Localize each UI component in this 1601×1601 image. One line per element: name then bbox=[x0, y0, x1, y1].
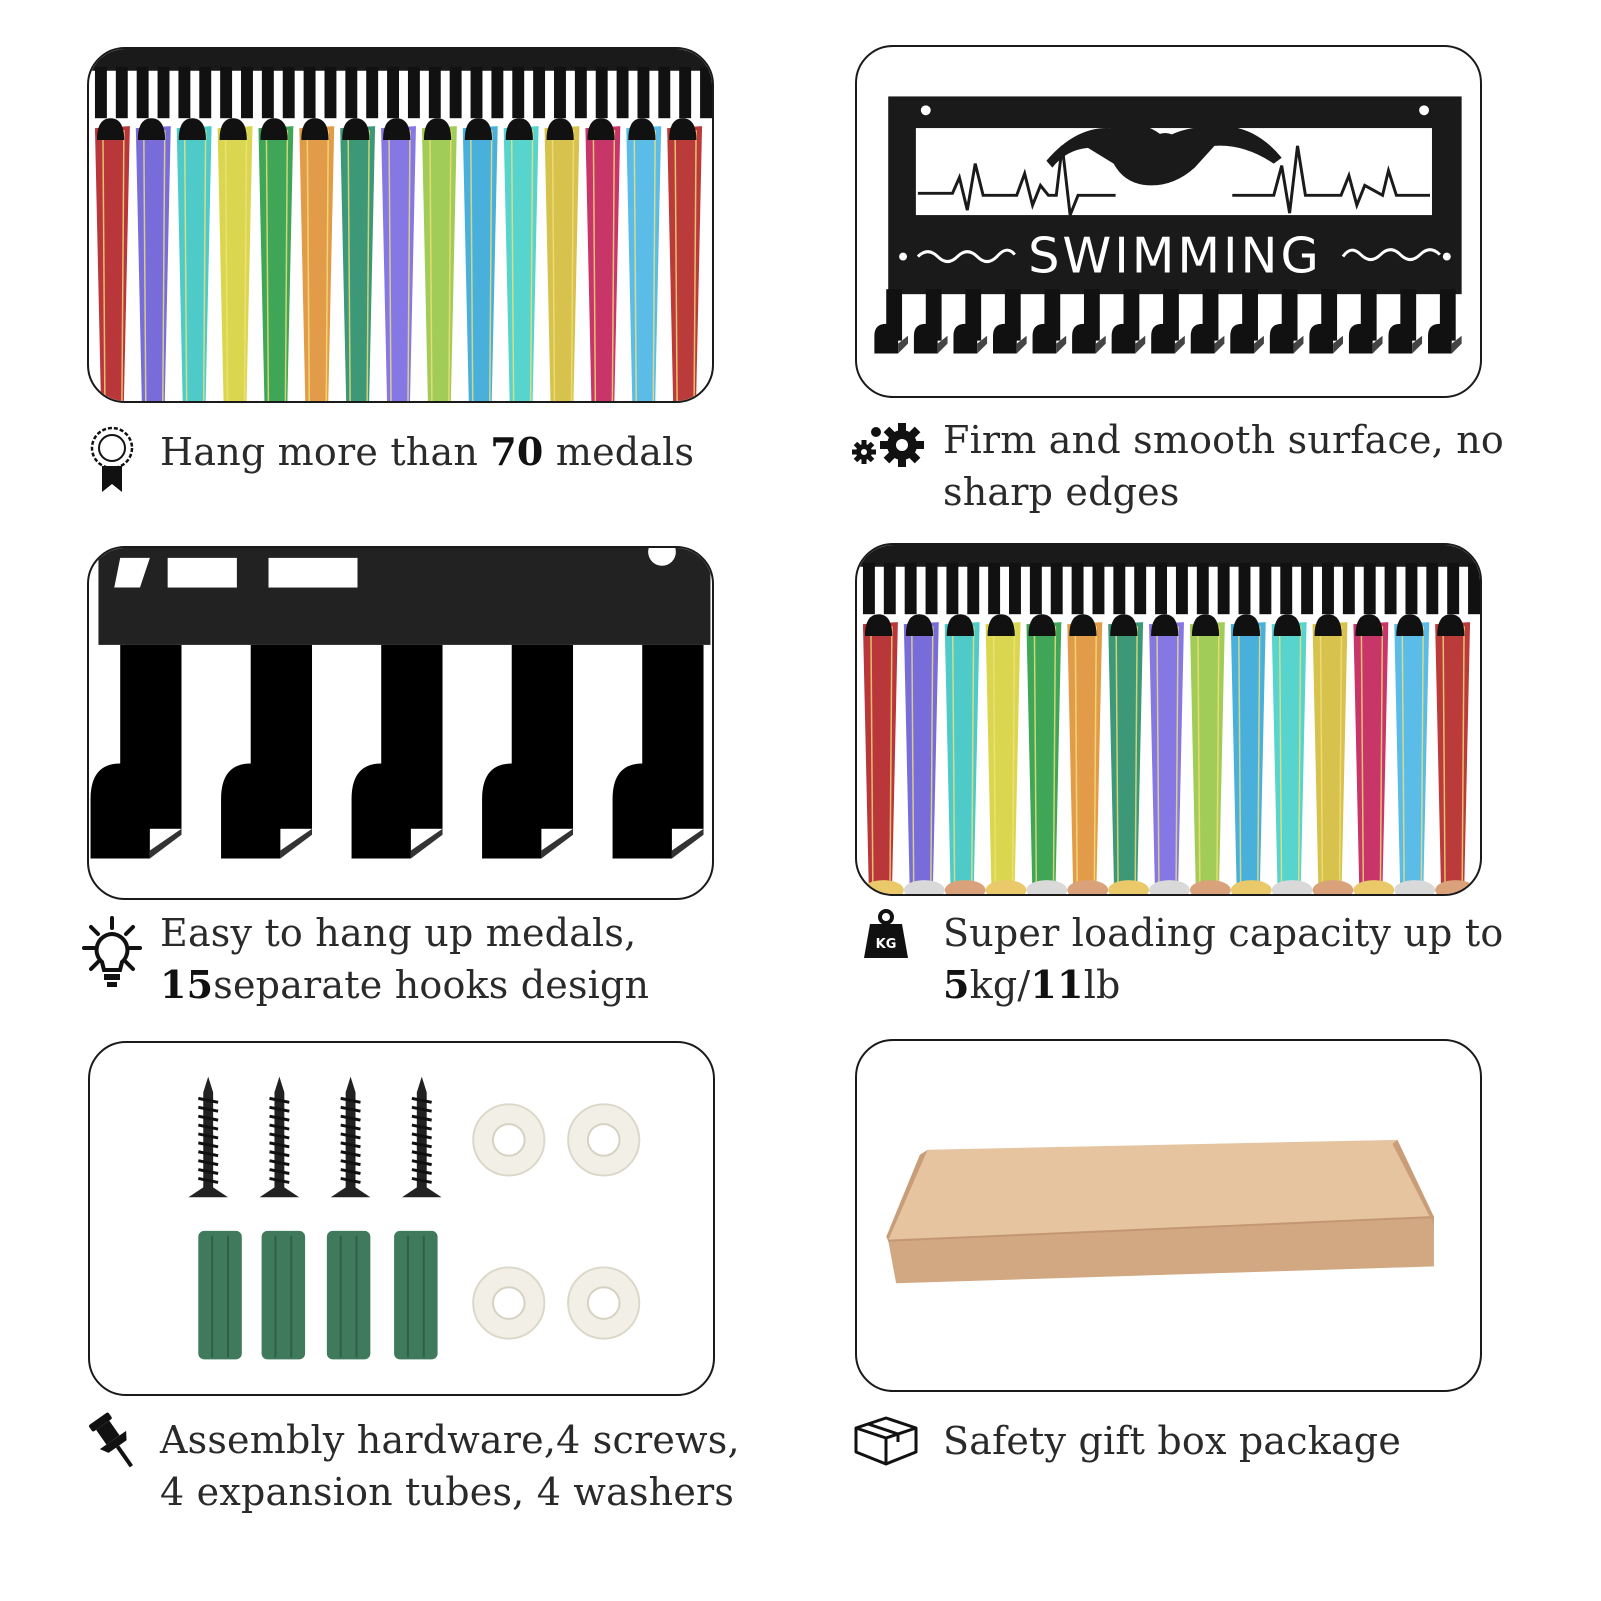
ribbon bbox=[176, 118, 212, 401]
hook bbox=[913, 289, 948, 354]
caption-hooks: Easy to hang up medals, 15separate hooks… bbox=[160, 911, 650, 1007]
caption-capacity: Super loading capacity up to 5kg/11lb bbox=[943, 911, 1504, 1007]
ribbon bbox=[462, 118, 498, 401]
expansion-tube bbox=[326, 1230, 371, 1360]
gears-icon bbox=[848, 422, 926, 468]
hook bbox=[1388, 289, 1423, 354]
hooks-closeup-illustration bbox=[90, 548, 711, 859]
kg-weight-icon: KG bbox=[862, 908, 910, 960]
ribbon bbox=[667, 118, 703, 401]
ribbon bbox=[299, 118, 335, 401]
hook bbox=[874, 289, 908, 354]
ribbon bbox=[217, 118, 253, 401]
ribbon bbox=[1067, 614, 1109, 894]
ribbon bbox=[944, 614, 986, 894]
screw bbox=[401, 1076, 442, 1198]
hook bbox=[993, 289, 1027, 354]
gift-box-icon bbox=[850, 1412, 922, 1468]
ribbon bbox=[1230, 614, 1272, 894]
hook bbox=[1111, 289, 1146, 354]
hooks-closeup-photo bbox=[87, 546, 714, 900]
ribbon bbox=[258, 118, 294, 401]
hook bbox=[1151, 289, 1185, 354]
ribbon bbox=[1353, 614, 1395, 894]
hook-closeup bbox=[221, 644, 313, 859]
hook bbox=[1428, 289, 1462, 354]
ribbons-photo-top bbox=[87, 47, 714, 403]
caption-hardware: Assembly hardware,4 screws, 4 expansion … bbox=[160, 1418, 740, 1514]
ribbon bbox=[135, 118, 171, 401]
hook-closeup bbox=[351, 644, 443, 859]
ribbon bbox=[1149, 614, 1190, 894]
swimming-sign-illustration: SWIMMING bbox=[874, 96, 1462, 354]
waves-left-ornament bbox=[916, 248, 1016, 264]
hook bbox=[1190, 289, 1225, 354]
screw bbox=[188, 1076, 228, 1198]
hook-closeup bbox=[90, 644, 182, 859]
ribbon bbox=[381, 118, 416, 401]
ribbon bbox=[1026, 614, 1068, 894]
hook-closeup bbox=[612, 644, 704, 859]
lightbulb-icon bbox=[76, 914, 148, 990]
medal-ribbon-icon bbox=[86, 424, 138, 494]
screw bbox=[330, 1076, 371, 1198]
hook bbox=[1032, 289, 1067, 354]
expansion-tube bbox=[198, 1230, 242, 1360]
hook bbox=[953, 289, 988, 354]
screw bbox=[259, 1076, 300, 1198]
caption-medals: Hang more than 70 medals bbox=[160, 429, 695, 474]
push-pin-icon bbox=[88, 1410, 138, 1474]
ribbon bbox=[1312, 614, 1354, 894]
ribbon bbox=[503, 118, 539, 401]
ribbon bbox=[585, 118, 621, 401]
ribbon bbox=[544, 118, 580, 401]
ribbon bbox=[1108, 614, 1150, 894]
washers bbox=[472, 1103, 641, 1340]
gift-box-illustration bbox=[886, 1139, 1435, 1284]
hook-closeup bbox=[482, 644, 574, 859]
swimming-sign-photo: SWIMMING bbox=[855, 45, 1482, 398]
ribbon bbox=[1271, 614, 1313, 894]
hook bbox=[1348, 289, 1383, 354]
expansion-tube bbox=[261, 1230, 306, 1360]
ribbons-photo-loaded bbox=[855, 543, 1482, 896]
loaded-ribbons-illustration bbox=[857, 545, 1480, 894]
expansion-tube bbox=[394, 1230, 438, 1360]
ribbon bbox=[1394, 614, 1436, 894]
ribbon bbox=[340, 118, 376, 401]
hook bbox=[1309, 289, 1343, 354]
ribbon bbox=[862, 614, 904, 894]
hook bbox=[1072, 289, 1106, 354]
caption-package: Safety gift box package bbox=[943, 1419, 1402, 1463]
ribbons-illustration bbox=[89, 49, 712, 401]
hardware-illustration bbox=[188, 1076, 641, 1360]
ribbon bbox=[985, 614, 1027, 894]
ribbon bbox=[903, 614, 945, 894]
ribbon bbox=[1189, 614, 1231, 894]
hook bbox=[1269, 289, 1304, 354]
ribbon bbox=[94, 118, 130, 401]
gift-box-photo bbox=[855, 1039, 1482, 1392]
swimming-sign-text: SWIMMING bbox=[1028, 226, 1322, 284]
hardware-photo bbox=[88, 1041, 715, 1396]
ribbon bbox=[626, 118, 662, 401]
waves-right-ornament bbox=[1341, 248, 1441, 262]
ribbon bbox=[1435, 614, 1477, 894]
ribbon bbox=[421, 118, 457, 401]
kg-weight-label: KG bbox=[876, 937, 897, 952]
hook bbox=[1230, 289, 1264, 354]
caption-surface: Firm and smooth surface, no sharp edges bbox=[943, 418, 1504, 514]
